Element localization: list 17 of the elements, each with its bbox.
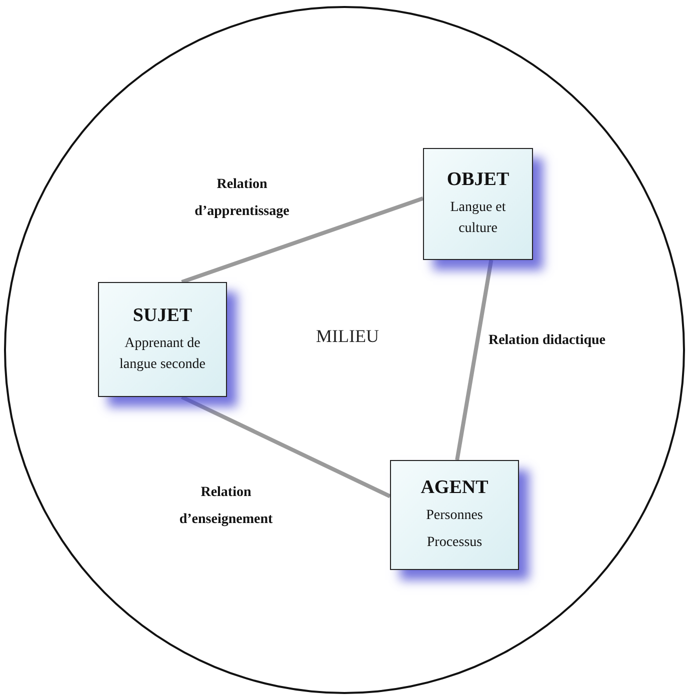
connector-line	[455, 260, 494, 460]
box-text: Apprenant de langue seconde	[118, 334, 206, 374]
environment-label: MILIEU	[316, 326, 379, 347]
connector-line	[181, 196, 424, 284]
concept-box	[423, 148, 533, 260]
concept-box	[98, 282, 227, 397]
box-heading: SUJET	[132, 304, 192, 326]
concept-box	[390, 460, 519, 570]
box-heading: AGENT	[420, 477, 488, 499]
box-text: Langue et culture	[449, 199, 507, 238]
box-text: Personnes	[426, 507, 483, 525]
connector-line	[180, 395, 391, 498]
box-heading: OBJET	[446, 169, 510, 191]
edge-label: Relation d’enseignement	[178, 484, 274, 529]
box-text: Processus	[426, 534, 482, 552]
edge-label: Relation didactique	[487, 332, 607, 350]
edge-label: Relation d’apprentissage	[194, 176, 290, 221]
